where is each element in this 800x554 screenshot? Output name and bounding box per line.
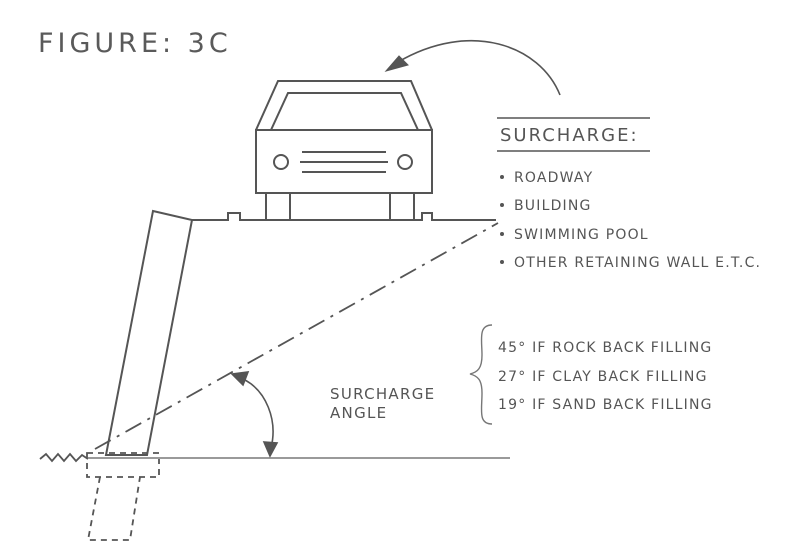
- bullet-icon: [500, 232, 504, 236]
- angle-value: 45° IF ROCK BACK FILLING: [498, 340, 712, 356]
- angle-label-line1: SURCHARGE: [330, 385, 435, 403]
- car-icon: [255, 80, 433, 220]
- retaining-wall: [104, 209, 194, 456]
- surcharge-item: OTHER RETAINING WALL E.T.C.: [514, 255, 761, 271]
- figure-title: FIGURE: 3C: [38, 28, 232, 59]
- surcharge-list: ROADWAY BUILDING SWIMMING POOL OTHER RET…: [500, 170, 761, 271]
- bullet-icon: [500, 175, 504, 179]
- angle-value: 27° IF CLAY BACK FILLING: [498, 369, 708, 385]
- wall-footing: [86, 452, 160, 541]
- surcharge-heading: SURCHARGE:: [500, 125, 639, 146]
- pointer-arrow: [384, 39, 561, 96]
- road-surface: [192, 212, 496, 221]
- curly-brace: [469, 324, 493, 425]
- surcharge-item: ROADWAY: [514, 170, 593, 186]
- angle-label-line2: ANGLE: [330, 404, 387, 422]
- surcharge-influence-line: [94, 222, 499, 450]
- bullet-icon: [500, 260, 504, 264]
- angle-value: 19° IF SAND BACK FILLING: [498, 397, 713, 413]
- surcharge-heading-box: SURCHARGE:: [497, 117, 650, 152]
- bullet-icon: [500, 203, 504, 207]
- surcharge-item: SWIMMING POOL: [514, 227, 649, 243]
- surcharge-angle-arc: [230, 371, 279, 458]
- ground-line: [39, 452, 510, 463]
- angle-values-list: 45° IF ROCK BACK FILLING 27° IF CLAY BAC…: [498, 340, 713, 413]
- surcharge-item: BUILDING: [514, 198, 592, 214]
